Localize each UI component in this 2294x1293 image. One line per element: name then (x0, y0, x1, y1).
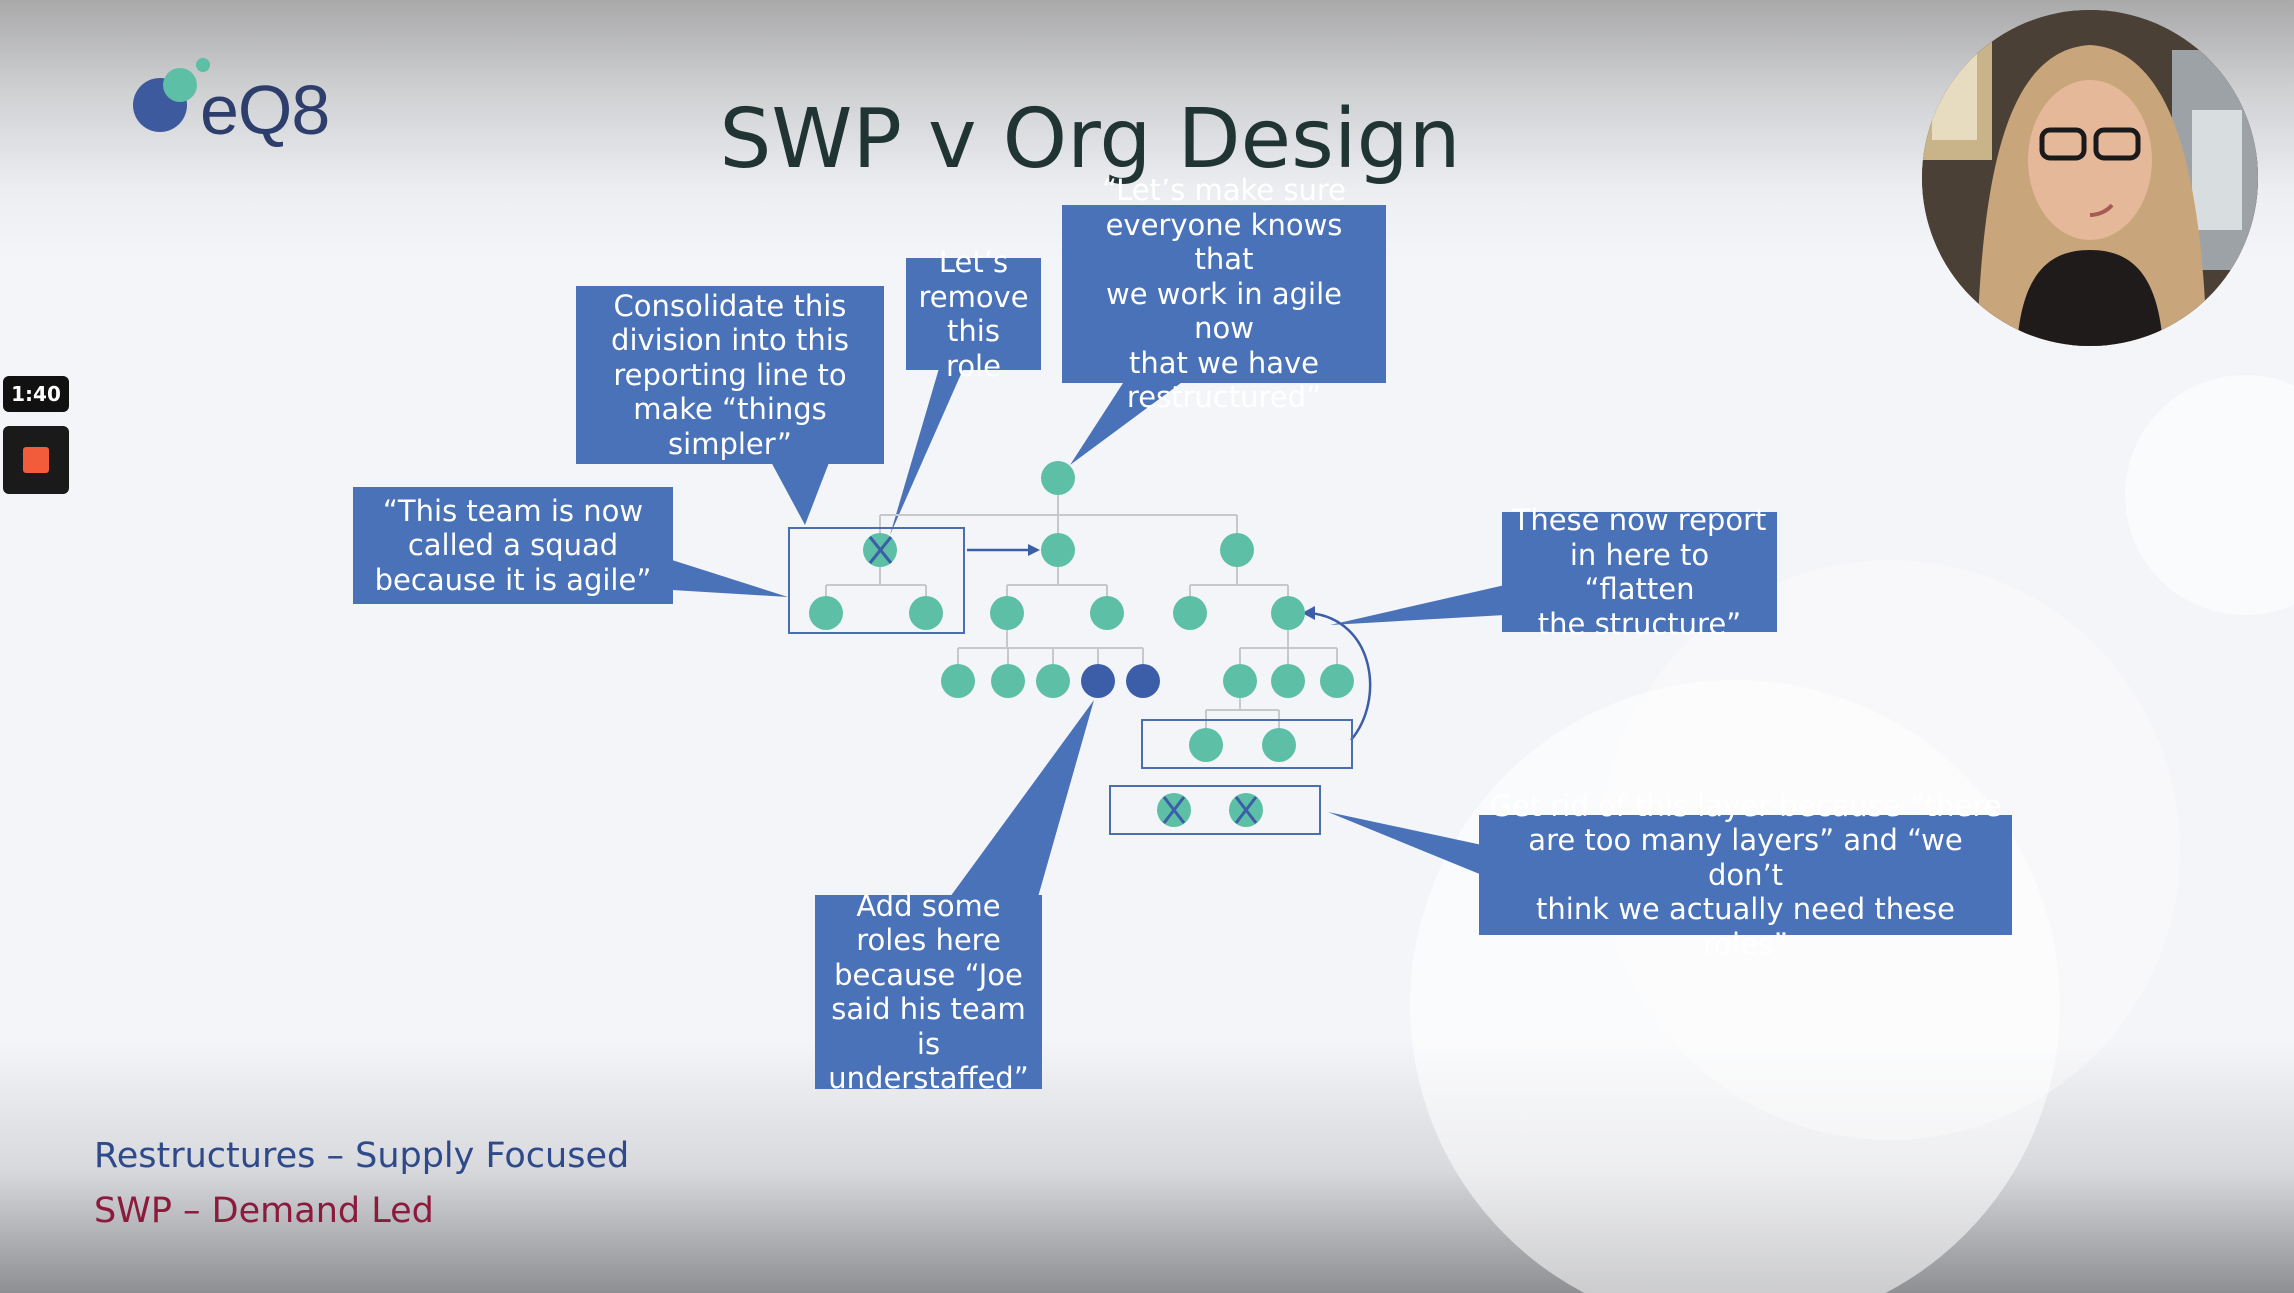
callout-layers: Get rid of this layer because “there are… (1479, 789, 2012, 961)
callout-pointer (672, 560, 788, 597)
eq8-logo (133, 58, 210, 132)
org-node (1041, 533, 1075, 567)
stop-icon (23, 447, 49, 473)
callout-pointer (890, 365, 965, 535)
remove-mark-icon (1162, 796, 1186, 824)
callout-remove-role: Let’s remove this role (906, 245, 1041, 383)
org-node (1271, 664, 1305, 698)
callout-agile: “Let’s make sure everyone knows that we … (1062, 173, 1386, 414)
org-node (809, 596, 843, 630)
org-node-added (1081, 664, 1115, 698)
org-node (991, 664, 1025, 698)
callout-add-roles: Add some roles here because “Joe said hi… (815, 889, 1042, 1095)
callout-flatten: These now report in here to “flatten the… (1502, 503, 1777, 641)
callout-pointer (950, 700, 1094, 897)
org-node (1220, 533, 1254, 567)
org-node (1223, 664, 1257, 698)
org-node-added (1126, 664, 1160, 698)
callout-squad: “This team is now called a squad because… (353, 487, 673, 604)
callout-pointer (1070, 380, 1185, 465)
org-node (1320, 664, 1354, 698)
org-node (990, 596, 1024, 630)
org-node (1173, 596, 1207, 630)
org-node (1271, 596, 1305, 630)
logo-text: eQ8 (200, 71, 330, 149)
background-circle (1410, 680, 2060, 1293)
presenter-video-frame (1922, 10, 2258, 346)
callout-pointer (770, 460, 830, 525)
org-node (909, 596, 943, 630)
remove-mark-icon (868, 536, 893, 564)
remove-mark-icon (1234, 796, 1258, 824)
callout-consolidate: Consolidate this division into this repo… (576, 286, 884, 464)
org-node (1262, 728, 1296, 762)
org-node (1090, 596, 1124, 630)
callout-pointer (1328, 812, 1482, 875)
org-node (1036, 664, 1070, 698)
stop-recording-button[interactable] (3, 426, 69, 494)
footer-demand-led: SWP – Demand Led (94, 1191, 434, 1231)
recording-timer: 1:40 (3, 376, 69, 412)
squad-team-box (788, 527, 965, 634)
layer-box (1141, 719, 1353, 769)
removed-layer-box (1109, 785, 1321, 835)
org-node (941, 664, 975, 698)
slide-title: SWP v Org Design (719, 92, 1461, 187)
org-node-root (1041, 461, 1075, 495)
org-node (1189, 728, 1223, 762)
callout-pointer (1330, 585, 1505, 625)
footer-supply-focused: Restructures – Supply Focused (94, 1136, 630, 1176)
presenter-webcam (1922, 10, 2258, 346)
